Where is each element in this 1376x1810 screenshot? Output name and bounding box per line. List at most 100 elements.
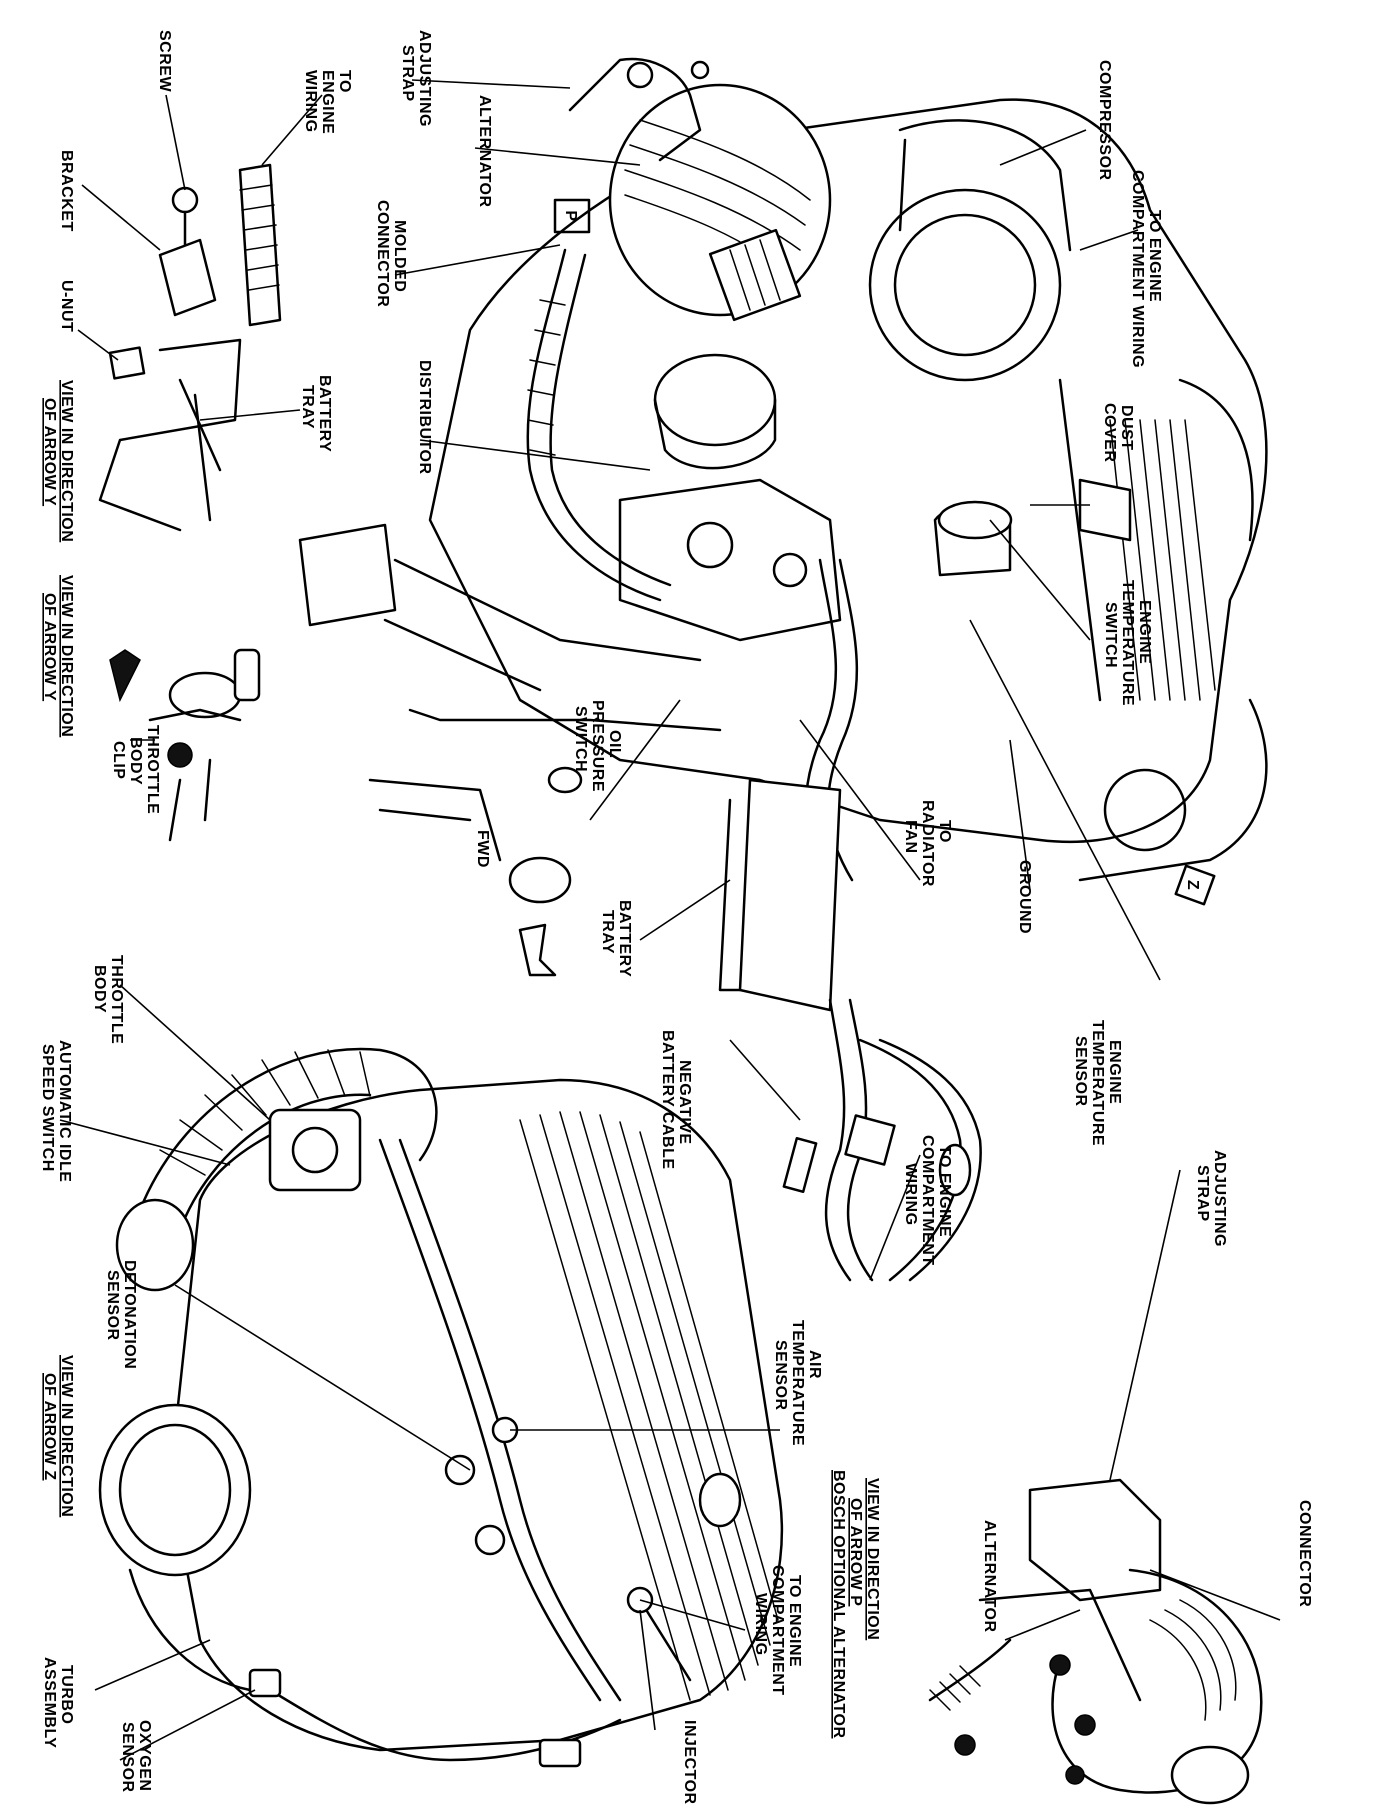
svg-text:THROTTLE: THROTTLE <box>144 725 161 814</box>
label-screw: SCREW <box>156 30 173 92</box>
svg-text:ALTERNATOR: ALTERNATOR <box>476 95 493 208</box>
svg-text:ADJUSTING: ADJUSTING <box>416 30 433 127</box>
svg-text:VIEW IN DIRECTION: VIEW IN DIRECTION <box>864 1478 881 1640</box>
svg-text:SPEED SWITCH: SPEED SWITCH <box>39 1044 56 1172</box>
svg-text:DISTRIBUTOR: DISTRIBUTOR <box>416 360 433 475</box>
svg-text:TO ENGINE: TO ENGINE <box>1146 210 1163 302</box>
label-engine-temperature-sensor: ENGINE TEMPERATURE SENSOR <box>1072 1020 1123 1146</box>
label-view-arrow-z: VIEW IN DIRECTION OF ARROW Z <box>41 1355 75 1517</box>
label-molded-connector: MOLDED CONNECTOR <box>374 200 408 307</box>
label-view-arrow-p: VIEW IN DIRECTION OF ARROW P BOSCH OPTIO… <box>830 1470 881 1739</box>
label-ground: GROUND <box>1016 860 1033 934</box>
svg-text:VIEW IN DIRECTION: VIEW IN DIRECTION <box>58 575 75 737</box>
svg-text:VIEW IN DIRECTION: VIEW IN DIRECTION <box>58 1355 75 1517</box>
svg-text:TO ENGINE: TO ENGINE <box>936 1145 953 1237</box>
label-battery-tray-mid: BATTERY TRAY <box>599 900 633 977</box>
arrow-p-mark: P <box>562 210 579 221</box>
svg-text:OXYGEN: OXYGEN <box>136 1720 153 1791</box>
label-adjusting-strap-top: ADJUSTING STRAP <box>399 30 433 127</box>
label-engine-temperature-switch: ENGINE TEMPERATURE SWITCH <box>1102 580 1153 706</box>
svg-text:SWITCH: SWITCH <box>1102 602 1119 668</box>
svg-text:TO: TO <box>336 70 353 93</box>
svg-text:TEMPERATURE: TEMPERATURE <box>789 1320 806 1446</box>
svg-text:TO: TO <box>936 820 953 843</box>
svg-text:SENSOR: SENSOR <box>772 1340 789 1411</box>
svg-text:TURBO: TURBO <box>58 1665 75 1724</box>
svg-text:DUST: DUST <box>1118 405 1135 451</box>
label-throttle-body: THROTTLE BODY <box>91 955 125 1044</box>
svg-text:AUTOMATIC IDLE: AUTOMATIC IDLE <box>56 1040 73 1182</box>
svg-text:OF ARROW Z: OF ARROW Z <box>41 1373 58 1481</box>
svg-text:WIRING: WIRING <box>902 1163 919 1226</box>
label-turbo-assembly: TURBO ASSEMBLY <box>41 1657 75 1748</box>
svg-text:SENSOR: SENSOR <box>104 1270 121 1341</box>
label-alternator-top: ALTERNATOR <box>476 95 493 208</box>
svg-text:PRESSURE: PRESSURE <box>589 700 606 792</box>
svg-text:COMPARTMENT WIRING: COMPARTMENT WIRING <box>1129 170 1146 368</box>
svg-text:GROUND: GROUND <box>1016 860 1033 934</box>
svg-text:BATTERY: BATTERY <box>316 375 333 452</box>
label-connector-bottom: CONNECTOR <box>1296 1500 1313 1607</box>
label-bracket: BRACKET <box>58 150 75 232</box>
label-view-arrow-y-battery: VIEW IN DIRECTION OF ARROW Y <box>41 380 75 542</box>
label-to-engine-compartment-wiring-bottom: TO ENGINE COMPARTMENT WIRING <box>752 1565 803 1696</box>
label-to-engine-compartment-wiring-top: TO ENGINE COMPARTMENT WIRING <box>1129 170 1163 368</box>
inset-throttle-clip-drawing <box>109 648 261 842</box>
svg-text:BATTERY: BATTERY <box>616 900 633 977</box>
svg-text:TRAY: TRAY <box>599 910 616 954</box>
svg-text:MOLDED: MOLDED <box>391 220 408 292</box>
label-injector: INJECTOR <box>681 1720 698 1805</box>
svg-text:CONNECTOR: CONNECTOR <box>1296 1500 1313 1607</box>
svg-text:BODY: BODY <box>127 737 144 785</box>
svg-text:BATTERY CABLE: BATTERY CABLE <box>659 1030 676 1170</box>
svg-text:WIRING: WIRING <box>752 1593 769 1656</box>
svg-text:ENGINE: ENGINE <box>1106 1040 1123 1104</box>
label-oxygen-sensor: OXYGEN SENSOR <box>119 1720 153 1793</box>
svg-text:SENSOR: SENSOR <box>1072 1036 1089 1107</box>
svg-text:FAN: FAN <box>902 820 919 854</box>
svg-text:TEMPERATURE: TEMPERATURE <box>1119 580 1136 706</box>
svg-text:CLIP: CLIP <box>110 741 127 779</box>
svg-text:BOSCH OPTIONAL ALTERNATOR: BOSCH OPTIONAL ALTERNATOR <box>830 1470 847 1739</box>
engine-artwork: P Z <box>98 57 1268 1805</box>
svg-text:ENGINE: ENGINE <box>1136 600 1153 664</box>
label-to-radiator-fan: TO RADIATOR FAN <box>902 800 953 887</box>
turbo-engine-drawing <box>98 1047 784 1768</box>
svg-text:COVER: COVER <box>1101 403 1118 462</box>
label-negative-battery-cable: NEGATIVE BATTERY CABLE <box>659 1030 693 1170</box>
svg-text:COMPARTMENT: COMPARTMENT <box>769 1565 786 1696</box>
label-u-nut: U-NUT <box>58 280 75 332</box>
label-battery-tray-top: BATTERY TRAY <box>299 375 333 452</box>
label-air-temperature-sensor: AIR TEMPERATURE SENSOR <box>772 1320 823 1446</box>
label-dust-cover: DUST COVER <box>1101 403 1135 462</box>
bosch-alternator-drawing <box>928 1478 1263 1805</box>
label-view-arrow-y-throttle: VIEW IN DIRECTION OF ARROW Y <box>41 575 75 737</box>
svg-text:BRACKET: BRACKET <box>58 150 75 232</box>
labels: TO ENGINE WIRING SCREW BRACKET U-NUT VIE… <box>39 30 1313 1805</box>
label-oil-pressure-switch: OIL PRESSURE SWITCH <box>572 700 623 792</box>
label-distributor: DISTRIBUTOR <box>416 360 433 475</box>
svg-text:SWITCH: SWITCH <box>572 706 589 772</box>
svg-text:FWD: FWD <box>474 830 491 868</box>
svg-text:OF ARROW P: OF ARROW P <box>847 1498 864 1606</box>
svg-text:ALTERNATOR: ALTERNATOR <box>981 1520 998 1633</box>
label-to-engine-wiring: TO ENGINE WIRING <box>302 70 353 134</box>
svg-text:STRAP: STRAP <box>1194 1165 1211 1222</box>
arrow-z-mark: Z <box>1184 880 1201 890</box>
label-detonation-sensor: DETONATION SENSOR <box>104 1260 138 1369</box>
svg-text:U-NUT: U-NUT <box>58 280 75 332</box>
label-adjusting-strap-bottom: ADJUSTING STRAP <box>1194 1150 1228 1247</box>
main-engine-drawing: P Z <box>298 57 1268 1282</box>
svg-text:SCREW: SCREW <box>156 30 173 92</box>
svg-text:ASSEMBLY: ASSEMBLY <box>41 1657 58 1748</box>
svg-text:THROTTLE: THROTTLE <box>108 955 125 1044</box>
svg-text:TRAY: TRAY <box>299 385 316 429</box>
svg-text:STRAP: STRAP <box>399 45 416 102</box>
svg-text:OF ARROW Y: OF ARROW Y <box>41 398 58 506</box>
label-alternator-bottom: ALTERNATOR <box>981 1520 998 1633</box>
svg-text:BODY: BODY <box>91 965 108 1013</box>
svg-text:INJECTOR: INJECTOR <box>681 1720 698 1805</box>
svg-text:CONNECTOR: CONNECTOR <box>374 200 391 307</box>
svg-text:SENSOR: SENSOR <box>119 1722 136 1793</box>
